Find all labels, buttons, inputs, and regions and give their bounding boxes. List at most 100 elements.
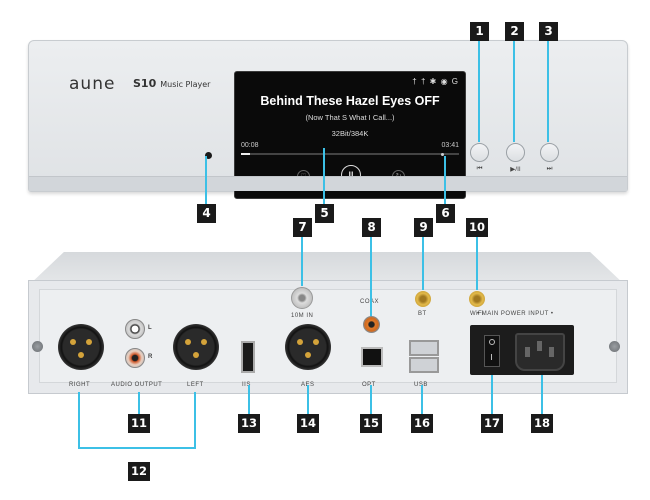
play-pause-icon: ▶/II [510,166,521,173]
callout-badge-4: 4 [197,204,216,223]
rca-left-output[interactable] [125,319,145,339]
label-rca-r: R [148,354,153,360]
next-button[interactable] [540,143,559,162]
callout-line-12b [194,392,196,448]
xlr-pin [86,339,92,345]
callout-badge-3: 3 [539,22,558,41]
callout-badge-18: 18 [531,414,553,433]
usb-port-top[interactable] [409,340,439,356]
xlr-pin [193,352,199,358]
callout-line-7 [301,236,303,286]
callout-badge-15: 15 [360,414,382,433]
total-time: 03:41 [441,142,459,149]
xlr-right-output[interactable] [58,324,104,370]
callout-line-14 [307,385,309,415]
song-title: Behind These Hazel Eyes OFF [260,94,440,108]
label-right: RIGHT [69,382,91,388]
clock-10m-in-bnc[interactable] [291,287,313,309]
xlr-pin [297,339,303,345]
power-switch[interactable] [484,335,500,367]
callout-line-17 [491,375,493,415]
usb-port-bottom[interactable] [409,357,439,373]
xlr-pin [70,339,76,345]
callout-line-3 [547,40,549,142]
callout-badge-2: 2 [505,22,524,41]
rca-right-output[interactable] [125,348,145,368]
callout-badge-10: 10 [466,218,488,237]
progress-bar[interactable] [241,153,459,155]
callout-badge-6: 6 [436,204,455,223]
iec-pin [549,347,554,357]
iis-hdmi-port[interactable] [241,341,255,373]
label-coax: COAX [360,299,379,305]
callout-line-10 [476,236,478,290]
model-name: S10 [133,77,157,90]
coax-input[interactable] [363,316,380,333]
switch-on-mark-icon [491,354,492,360]
iec-pin [525,347,530,357]
play-pause-button[interactable] [506,143,525,162]
callout-badge-8: 8 [362,218,381,237]
xlr-pin [305,352,311,358]
ir-receiver [205,152,212,159]
previous-icon: ⏮ [476,165,483,172]
callout-line-11 [138,392,140,414]
callout-line-12a [78,392,80,448]
callout-badge-7: 7 [293,218,312,237]
iec-power-socket[interactable] [515,333,565,371]
brand-logo: aune [69,74,116,94]
label-usb: USB [414,382,428,388]
callout-badge-5: 5 [315,204,334,223]
progress-fill [241,153,250,155]
label-opt: OPT [362,382,376,388]
screw-right [609,341,620,352]
label-10m-in: 10M IN [291,313,314,319]
callout-line-5 [323,148,325,204]
callout-badge-1: 1 [470,22,489,41]
callout-line-12c [78,447,196,449]
front-bottom-edge [29,176,627,191]
callout-line-15 [370,385,372,415]
previous-button[interactable] [470,143,489,162]
label-audio-output: AUDIO OUTPUT [111,382,163,388]
status-icons: † † ✱ ◉ G [412,77,459,86]
xlr-pin [201,339,207,345]
elapsed-time: 00:08 [241,142,259,149]
callout-line-9 [422,236,424,290]
wifi-antenna-connector[interactable] [469,291,485,307]
label-left: LEFT [187,382,204,388]
screw-left [32,341,43,352]
aes-xlr-input[interactable] [285,324,331,370]
callout-line-16 [421,385,423,415]
bt-antenna-connector[interactable] [415,291,431,307]
label-main-power: • MAIN POWER INPUT • [477,311,554,317]
iec-pin [537,341,542,351]
callout-badge-17: 17 [481,414,503,433]
xlr-pin [185,339,191,345]
callout-badge-16: 16 [411,414,433,433]
optical-input[interactable] [361,347,383,367]
xlr-left-output[interactable] [173,324,219,370]
label-wifi: WiFi [470,311,484,317]
callout-badge-12: 12 [128,462,150,481]
album-name: (Now That S What I Call...) [305,113,395,122]
indicator-dot [441,153,444,156]
callout-line-18 [541,375,543,415]
label-iis: IIS [242,382,251,388]
callout-badge-9: 9 [414,218,433,237]
callout-line-4 [205,156,207,204]
next-icon: ⏭ [546,165,553,172]
callout-line-13 [248,385,250,415]
callout-badge-13: 13 [238,414,260,433]
callout-badge-11: 11 [128,414,150,433]
xlr-pin [313,339,319,345]
model-subtitle: Music Player [160,80,211,89]
callout-line-2 [513,40,515,142]
callout-line-6 [444,156,446,204]
rear-panel: RIGHT L R AUDIO OUTPUT LEFT IIS 10M IN A… [28,280,628,394]
xlr-pin [78,352,84,358]
switch-off-mark-icon [489,339,495,345]
callout-line-8 [370,236,372,316]
